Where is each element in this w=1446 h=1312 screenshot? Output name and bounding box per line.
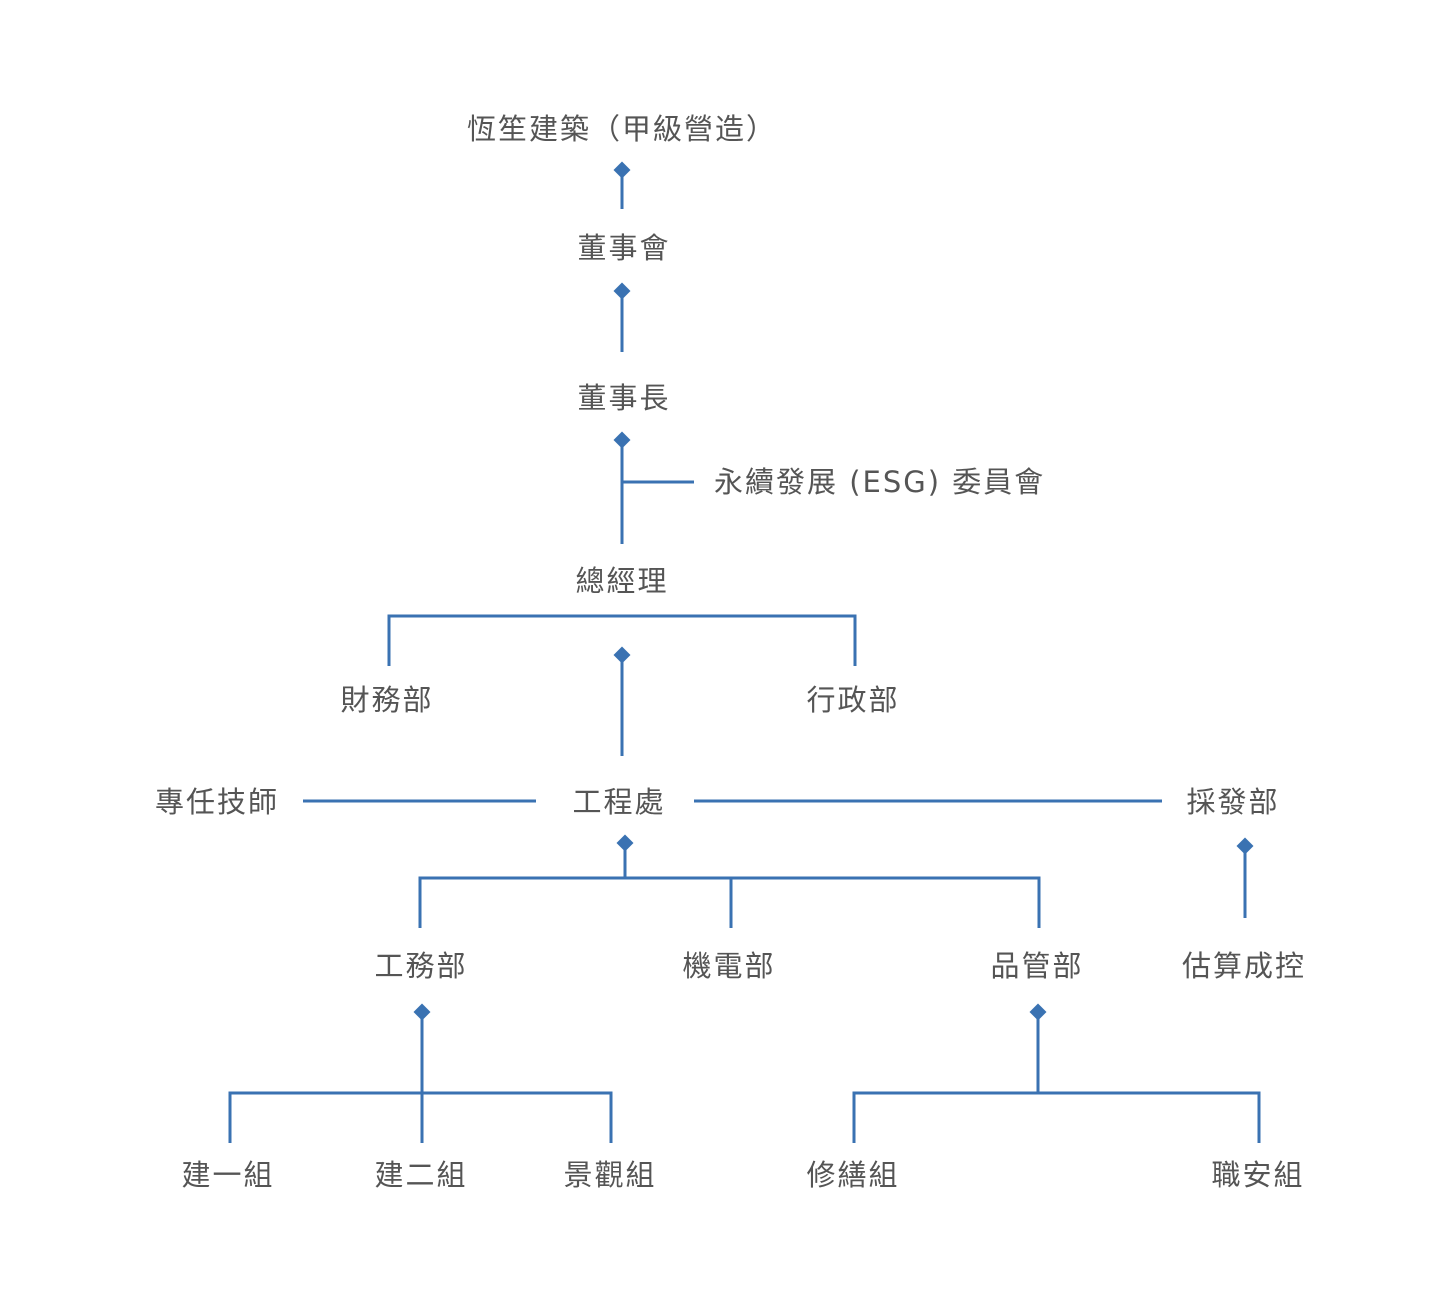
diamond-icon: [613, 161, 631, 179]
node-build-group-1: 建一組: [181, 1158, 274, 1192]
node-estimation: 估算成控: [1182, 949, 1306, 983]
node-safety-group: 職安組: [1211, 1158, 1304, 1192]
connector-construction-bracket: [228, 1091, 613, 1143]
connector-gm-bracket: [387, 614, 857, 666]
diamond-icon: [613, 646, 631, 664]
node-repair-group: 修繕組: [806, 1158, 899, 1192]
node-esg-committee: 永續發展 (ESG) 委員會: [714, 465, 1045, 499]
node-mep-dept: 機電部: [682, 949, 775, 983]
diamond-icon: [1029, 1003, 1047, 1021]
diamond-icon: [613, 431, 631, 449]
node-procurement: 採發部: [1186, 785, 1279, 819]
connector-quality-bracket: [852, 1091, 1261, 1143]
node-finance: 財務部: [340, 683, 433, 717]
diamond-markers: [413, 161, 1254, 1021]
node-construction-dept: 工務部: [374, 949, 467, 983]
node-build-group-2: 建二組: [374, 1158, 467, 1192]
node-engineering: 工程處: [572, 785, 665, 819]
node-board: 董事會: [577, 231, 670, 265]
node-quality-dept: 品管部: [990, 949, 1083, 983]
node-general-manager: 總經理: [575, 564, 668, 598]
diamond-icon: [613, 282, 631, 300]
node-labels: 恆笙建築（甲級營造） 董事會 董事長 永續發展 (ESG) 委員會 總經理 財務…: [155, 112, 1306, 1192]
node-chairman: 董事長: [577, 381, 670, 415]
connector-lines: [228, 172, 1261, 1143]
node-company: 恆笙建築（甲級營造）: [467, 112, 777, 146]
node-professional-engineer: 專任技師: [155, 785, 279, 819]
diamond-icon: [1236, 837, 1254, 855]
node-administration: 行政部: [806, 683, 899, 717]
diamond-icon: [616, 834, 634, 852]
diamond-icon: [413, 1003, 431, 1021]
node-landscape-group: 景觀組: [563, 1158, 656, 1192]
